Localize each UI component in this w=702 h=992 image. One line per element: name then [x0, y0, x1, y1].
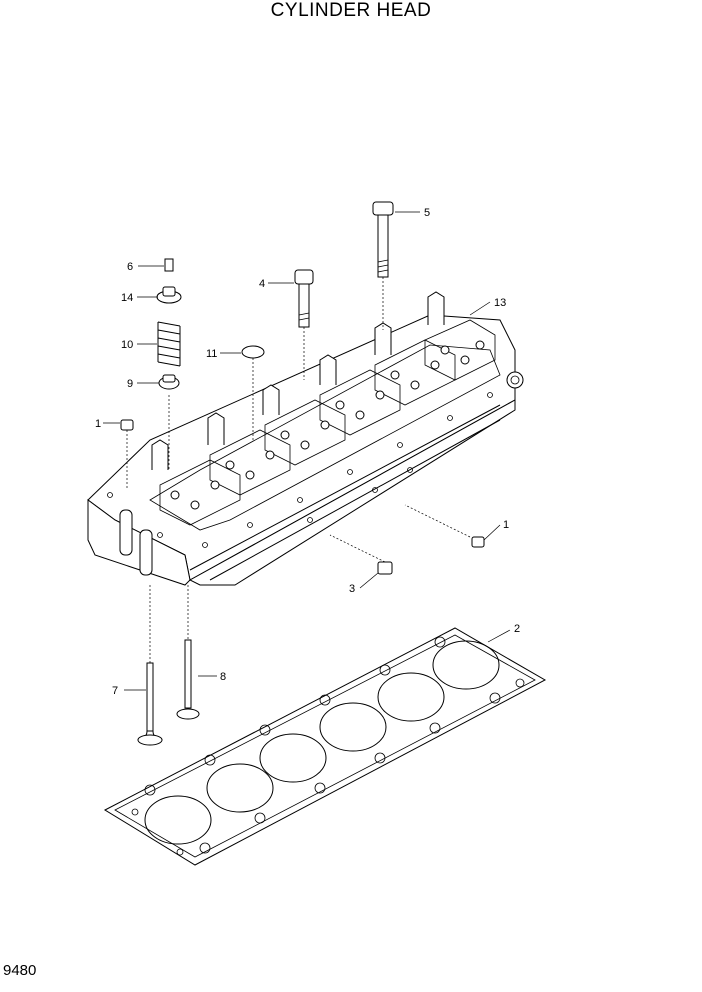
leader-lines — [103, 211, 511, 691]
spring-retainer — [156, 286, 182, 304]
callout-7: 7 — [112, 685, 118, 697]
valve-keeper — [164, 258, 174, 272]
callout-2: 2 — [514, 623, 520, 635]
short-bolt — [294, 269, 314, 328]
callout-3: 3 — [349, 583, 355, 595]
diagram-title: CYLINDER HEAD — [270, 0, 432, 21]
callout-4: 4 — [259, 278, 265, 290]
page-code: 9480 — [3, 962, 37, 979]
callout-8: 8 — [220, 671, 226, 683]
callout-5: 5 — [424, 207, 430, 219]
callout-14: 14 — [121, 292, 133, 304]
exhaust-valve — [137, 662, 163, 746]
o-ring — [241, 345, 265, 359]
callout-1-right: 1 — [503, 519, 509, 531]
callout-13: 13 — [494, 297, 506, 309]
intake-valve — [176, 639, 200, 720]
valve-spring — [157, 321, 181, 367]
callout-9: 9 — [127, 378, 133, 390]
callout-6: 6 — [127, 261, 133, 273]
head-bolt-long — [372, 201, 394, 278]
plug-right — [471, 536, 485, 548]
callout-11: 11 — [206, 348, 217, 360]
plug-left — [120, 419, 134, 431]
head-gasket — [103, 627, 547, 866]
callout-10: 10 — [121, 339, 133, 351]
plug-center — [377, 561, 393, 575]
callout-1-left: 1 — [95, 418, 101, 430]
valve-stem-seal — [158, 374, 180, 390]
cylinder-head — [87, 291, 524, 586]
